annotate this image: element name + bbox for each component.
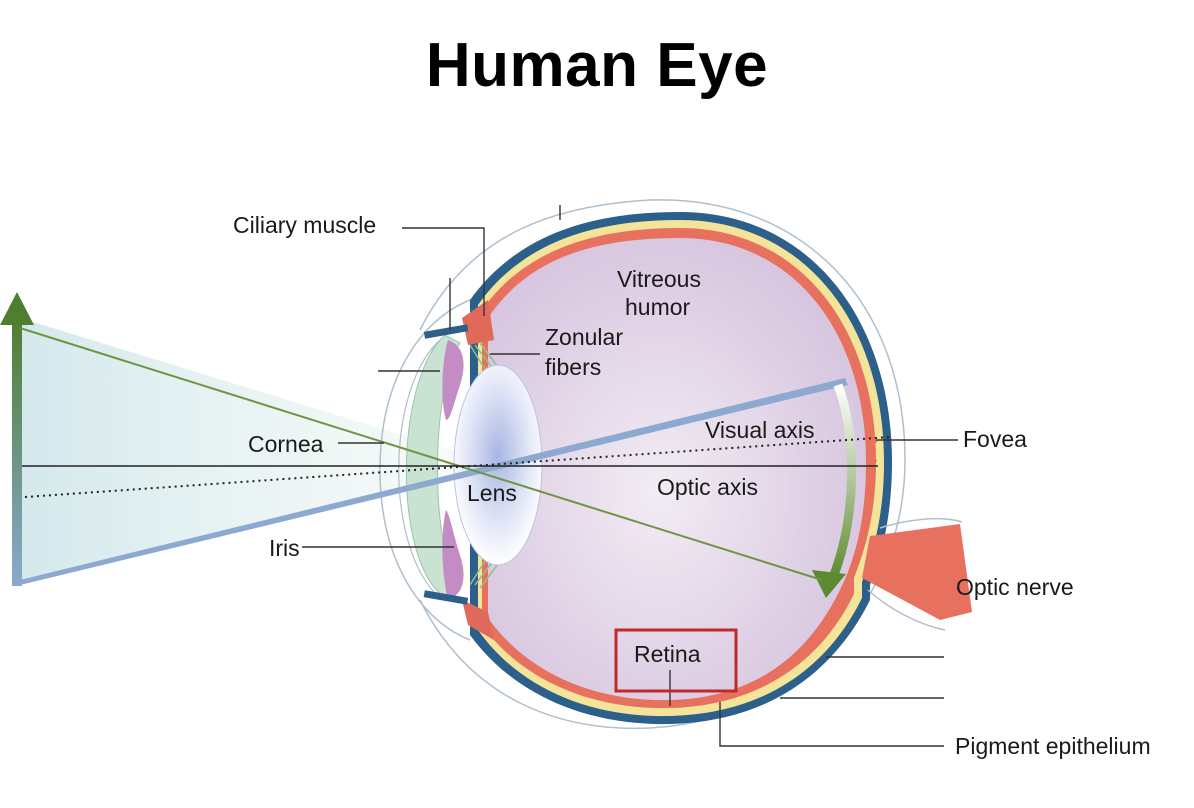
visual-axis-line xyxy=(24,436,891,498)
iris-lower xyxy=(442,510,464,600)
label-fovea: Fovea xyxy=(963,426,1027,452)
object-arrow-head xyxy=(0,292,34,325)
iris-upper xyxy=(442,340,464,420)
object-arrow-shaft xyxy=(12,318,22,586)
retina-highlight-box xyxy=(614,628,738,693)
label-zonular-fibers-1: Zonular xyxy=(545,324,623,350)
label-visual-axis: Visual axis xyxy=(705,417,815,443)
label-retina: Retina xyxy=(634,641,701,667)
optic-nerve xyxy=(862,524,972,620)
light-cone xyxy=(20,318,500,585)
label-iris: Iris xyxy=(269,535,300,561)
label-ciliary-muscle: Ciliary muscle xyxy=(233,212,376,238)
conjunctiva-outline xyxy=(419,199,906,730)
page-title: Human Eye xyxy=(425,31,769,100)
label-lens: Lens xyxy=(467,480,517,506)
ciliary-muscle-upper xyxy=(462,300,494,345)
label-zonular-fibers-2: fibers xyxy=(545,354,601,380)
label-vitreous-humor-2: humor xyxy=(625,294,691,320)
visual-axis-band xyxy=(20,378,848,585)
label-pigment-epithelium: Pigment epithelium xyxy=(955,733,1151,759)
image-arrow xyxy=(827,383,857,582)
pigment-epithelium-leader xyxy=(719,702,944,747)
label-cornea: Cornea xyxy=(248,431,324,457)
ciliary-muscle-lower xyxy=(462,600,494,640)
label-optic-axis: Optic axis xyxy=(657,474,758,500)
vitreous-humor xyxy=(488,238,866,701)
light-ray xyxy=(19,327,823,581)
label-optic-nerve: Optic nerve xyxy=(956,574,1074,600)
label-vitreous-humor-1: Vitreous xyxy=(617,266,701,292)
ciliary-muscle-leader xyxy=(402,227,485,316)
fovea-dip xyxy=(868,438,878,464)
